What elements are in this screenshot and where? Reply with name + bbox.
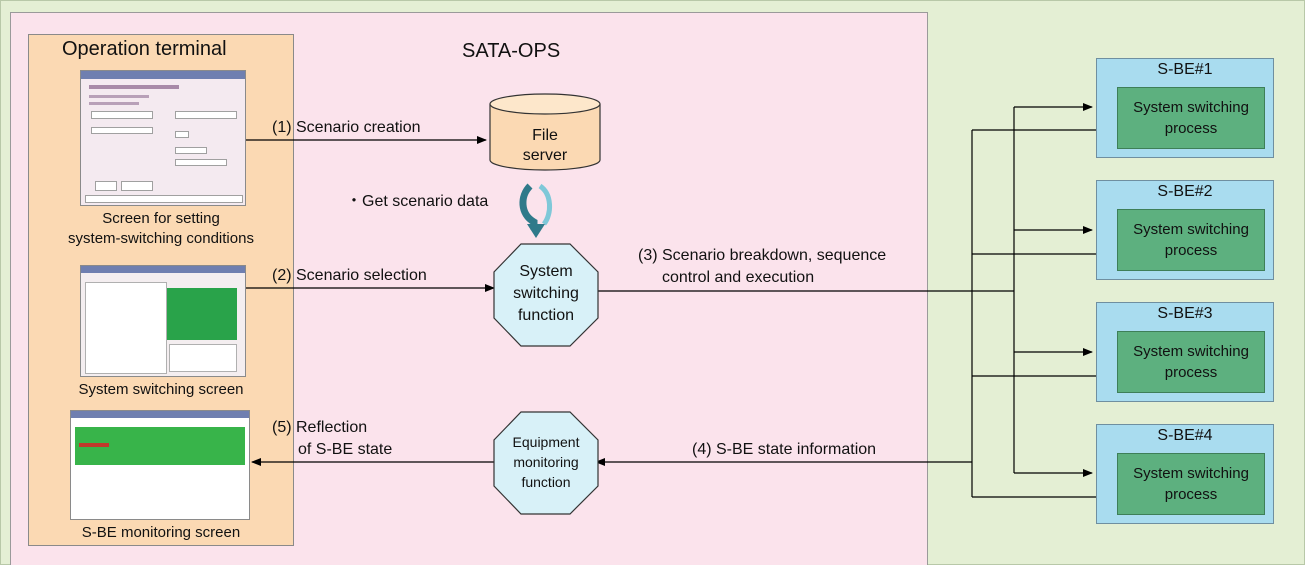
switching-screen-caption: System switching screen — [78, 381, 244, 398]
monitoring-screen-caption: S-BE monitoring screen — [81, 524, 241, 541]
sbe-process-box: System switching process — [1117, 331, 1265, 393]
get-scenario-data-label: ・Get scenario data — [346, 193, 489, 210]
operation-terminal-title: Operation terminal — [62, 38, 227, 60]
switching-screen-thumbnail — [80, 265, 246, 377]
equipment-monitoring-label-line3: function — [521, 474, 571, 490]
setting-screen-thumbnail — [80, 70, 246, 206]
setting-screen-caption-line1: Screen for setting — [102, 210, 220, 227]
sbe-unit-title: S-BE#4 — [1157, 427, 1213, 444]
sbe-unit-3: S-BE#3 System switching process — [1096, 302, 1274, 402]
flow-label-4: (4) S-BE state information — [692, 441, 877, 458]
sbe-process-line2: process — [1164, 364, 1218, 381]
sbe-process-line2: process — [1164, 486, 1218, 503]
flow-label-3-line2: control and execution — [662, 269, 815, 286]
sbe-unit-title: S-BE#1 — [1157, 61, 1213, 78]
sbe-process-line1: System switching — [1133, 465, 1249, 482]
flow-label-5-line1: (5) Reflection — [272, 419, 368, 436]
file-server-label-line1: File — [532, 127, 558, 144]
sata-ops-title: SATA-OPS — [462, 40, 561, 62]
monitoring-screen-thumbnail — [70, 410, 250, 520]
sbe-process-line2: process — [1164, 242, 1218, 259]
sbe-process-line1: System switching — [1133, 221, 1249, 238]
equipment-monitoring-function-octagon — [493, 411, 599, 515]
system-switching-label-line1: System — [519, 263, 573, 280]
file-server-cylinder — [489, 93, 601, 171]
sbe-unit-2: S-BE#2 System switching process — [1096, 180, 1274, 280]
sbe-unit-title: S-BE#3 — [1157, 305, 1213, 322]
equipment-monitoring-label-line2: monitoring — [513, 454, 579, 470]
sbe-unit-4: S-BE#4 System switching process — [1096, 424, 1274, 524]
system-switching-label-line2: switching — [513, 285, 579, 302]
get-scenario-arrow-icon — [519, 183, 552, 238]
sbe-unit-title: S-BE#2 — [1157, 183, 1213, 200]
system-switching-label-line3: function — [517, 307, 575, 324]
sbe-process-box: System switching process — [1117, 87, 1265, 149]
sbe-process-box: System switching process — [1117, 209, 1265, 271]
sbe-unit-1: S-BE#1 System switching process — [1096, 58, 1274, 158]
sbe-process-line2: process — [1164, 120, 1218, 137]
flow-label-3-line1: (3) Scenario breakdown, sequence — [638, 247, 887, 264]
file-server-label-line2: server — [522, 147, 568, 164]
sbe-process-line1: System switching — [1133, 99, 1249, 116]
system-switching-function-octagon — [493, 243, 599, 347]
sbe-process-line1: System switching — [1133, 343, 1249, 360]
sbe-process-box: System switching process — [1117, 453, 1265, 515]
setting-screen-caption-line2: system-switching conditions — [68, 230, 254, 247]
flow-label-5-line2: of S-BE state — [298, 441, 393, 458]
equipment-monitoring-label-line1: Equipment — [512, 434, 580, 450]
flow-label-1: (1) Scenario creation — [272, 119, 421, 136]
flow-label-2: (2) Scenario selection — [272, 267, 427, 284]
